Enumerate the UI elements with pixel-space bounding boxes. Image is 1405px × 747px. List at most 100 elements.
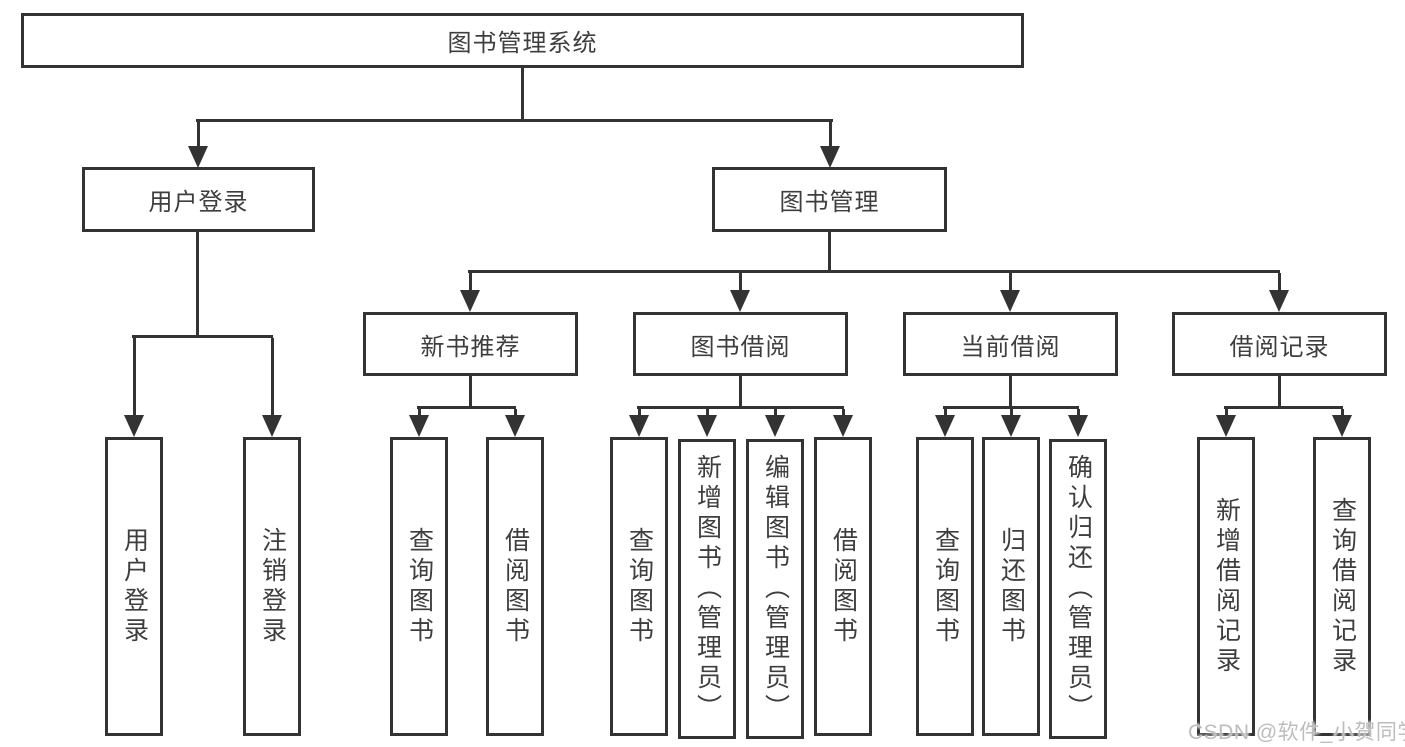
leaf-cb-confirm-return-admin: 确认归还（管理员） bbox=[1049, 439, 1107, 739]
arrow-head-icon bbox=[124, 415, 144, 437]
arrow-shaft bbox=[270, 338, 274, 415]
arrow-shaft bbox=[1008, 273, 1012, 290]
arrow-to-cb-confirm-return bbox=[1068, 409, 1088, 437]
arrow-shaft bbox=[1076, 409, 1080, 415]
connector-book-mgmt-bar bbox=[468, 270, 1280, 273]
arrow-head-icon bbox=[833, 415, 853, 437]
connector-user-login-bar bbox=[132, 335, 273, 338]
arrow-head-icon bbox=[765, 415, 785, 437]
connector-borrowing-records-stem bbox=[1278, 376, 1281, 408]
arrow-head-icon bbox=[1000, 290, 1020, 312]
arrow-to-br-query-record bbox=[1332, 409, 1352, 437]
arrow-to-borrowing-records bbox=[1269, 273, 1289, 312]
node-library-system-label: 图书管理系统 bbox=[447, 30, 598, 57]
node-book-borrowing-label: 图书借阅 bbox=[690, 333, 791, 361]
leaf-rec-borrow-books: 借阅图书 bbox=[486, 437, 544, 736]
leaf-logout-label: 注销登录 bbox=[258, 526, 287, 647]
leaf-br-query-record-label: 查询借阅记录 bbox=[1328, 496, 1357, 677]
arrow-shaft bbox=[1340, 409, 1344, 415]
connector-borrowing-records-bar bbox=[1224, 406, 1343, 409]
arrow-head-icon bbox=[1269, 290, 1289, 312]
arrow-to-user-login bbox=[188, 122, 208, 168]
node-user-login-label: 用户登录 bbox=[148, 189, 249, 216]
leaf-bb-borrow-books: 借阅图书 bbox=[814, 437, 872, 736]
arrow-head-icon bbox=[730, 290, 750, 312]
arrow-shaft bbox=[1277, 273, 1281, 290]
node-library-system: 图书管理系统 bbox=[21, 13, 1024, 68]
node-book-borrowing: 图书借阅 bbox=[633, 312, 848, 376]
leaf-br-add-record-label: 新增借阅记录 bbox=[1212, 496, 1241, 677]
arrow-head-icon bbox=[409, 415, 429, 437]
arrow-head-icon bbox=[188, 146, 208, 168]
connector-current-borrowing-bar bbox=[943, 406, 1079, 409]
leaf-bb-borrow-books-label: 借阅图书 bbox=[829, 526, 858, 647]
arrow-head-icon bbox=[505, 415, 525, 437]
node-book-mgmt-label: 图书管理 bbox=[779, 189, 880, 216]
connector-current-borrowing-stem bbox=[1009, 376, 1012, 408]
node-user-login: 用户登录 bbox=[82, 167, 315, 232]
connector-book-borrowing-stem bbox=[739, 376, 742, 408]
leaf-cb-return-books: 归还图书 bbox=[982, 437, 1040, 736]
connector-new-book-recommend-stem bbox=[469, 376, 472, 408]
node-current-borrowing-label: 当前借阅 bbox=[960, 333, 1061, 361]
arrow-shaft bbox=[841, 409, 845, 415]
connector-book-borrowing-bar bbox=[637, 406, 844, 409]
arrow-to-new-book-recommend bbox=[460, 273, 480, 312]
arrow-head-icon bbox=[820, 146, 840, 168]
arrow-shaft bbox=[705, 409, 709, 415]
arrow-to-bb-query-books bbox=[629, 409, 649, 437]
leaf-user-login: 用户登录 bbox=[105, 437, 163, 736]
arrow-to-rec-borrow-books bbox=[505, 409, 525, 437]
arrow-shaft bbox=[1009, 409, 1013, 415]
node-new-book-recommend-label: 新书推荐 bbox=[420, 333, 521, 361]
leaf-rec-query-books-label: 查询图书 bbox=[405, 526, 434, 647]
leaf-rec-borrow-books-label: 借阅图书 bbox=[501, 526, 530, 647]
arrow-to-bb-add-books bbox=[697, 409, 717, 437]
arrow-shaft bbox=[417, 409, 421, 415]
connector-new-book-recommend-bar bbox=[417, 406, 516, 409]
node-current-borrowing: 当前借阅 bbox=[903, 312, 1118, 376]
leaf-bb-add-books-admin-label: 新增图书（管理员） bbox=[693, 454, 722, 724]
leaf-br-query-record: 查询借阅记录 bbox=[1313, 437, 1371, 736]
leaf-bb-query-books: 查询图书 bbox=[610, 437, 668, 736]
arrow-head-icon bbox=[697, 415, 717, 437]
arrow-shaft bbox=[196, 122, 200, 146]
arrow-shaft bbox=[1224, 409, 1228, 415]
leaf-cb-confirm-return-admin-label: 确认归还（管理员） bbox=[1064, 454, 1093, 724]
arrow-to-current-borrowing bbox=[1000, 273, 1020, 312]
leaf-cb-query-books-label: 查询图书 bbox=[931, 526, 960, 647]
arrow-head-icon bbox=[262, 415, 282, 437]
arrow-shaft bbox=[828, 122, 832, 146]
arrow-shaft bbox=[468, 273, 472, 290]
arrow-to-book-mgmt bbox=[820, 122, 840, 168]
leaf-cb-return-books-label: 归还图书 bbox=[997, 526, 1026, 647]
leaf-rec-query-books: 查询图书 bbox=[390, 437, 448, 736]
node-new-book-recommend: 新书推荐 bbox=[363, 312, 578, 376]
arrow-to-cb-return-books bbox=[1001, 409, 1021, 437]
arrow-head-icon bbox=[1332, 415, 1352, 437]
leaf-logout: 注销登录 bbox=[243, 437, 301, 736]
node-borrowing-records-label: 借阅记录 bbox=[1229, 333, 1330, 361]
arrow-head-icon bbox=[1068, 415, 1088, 437]
arrow-head-icon bbox=[629, 415, 649, 437]
arrow-shaft bbox=[513, 409, 517, 415]
connector-root-stem bbox=[521, 68, 524, 121]
arrow-head-icon bbox=[1216, 415, 1236, 437]
csdn-watermark: CSDN @软件_小贺同学 bbox=[1188, 721, 1405, 744]
leaf-bb-edit-books-admin-label: 编辑图书（管理员） bbox=[761, 454, 790, 724]
arrow-shaft bbox=[132, 338, 136, 415]
connector-root-bar bbox=[196, 119, 833, 122]
arrow-shaft bbox=[738, 273, 742, 290]
arrow-to-leaf-logout bbox=[262, 338, 282, 437]
leaf-bb-edit-books-admin: 编辑图书（管理员） bbox=[746, 439, 804, 739]
arrow-head-icon bbox=[1001, 415, 1021, 437]
node-borrowing-records: 借阅记录 bbox=[1172, 312, 1387, 376]
arrow-shaft bbox=[773, 409, 777, 415]
leaf-bb-add-books-admin: 新增图书（管理员） bbox=[678, 439, 736, 739]
arrow-to-leaf-user-login bbox=[124, 338, 144, 437]
leaf-cb-query-books: 查询图书 bbox=[916, 437, 974, 736]
arrow-to-bb-borrow-books bbox=[833, 409, 853, 437]
connector-user-login-stem bbox=[196, 232, 199, 337]
arrow-to-rec-query-books bbox=[409, 409, 429, 437]
